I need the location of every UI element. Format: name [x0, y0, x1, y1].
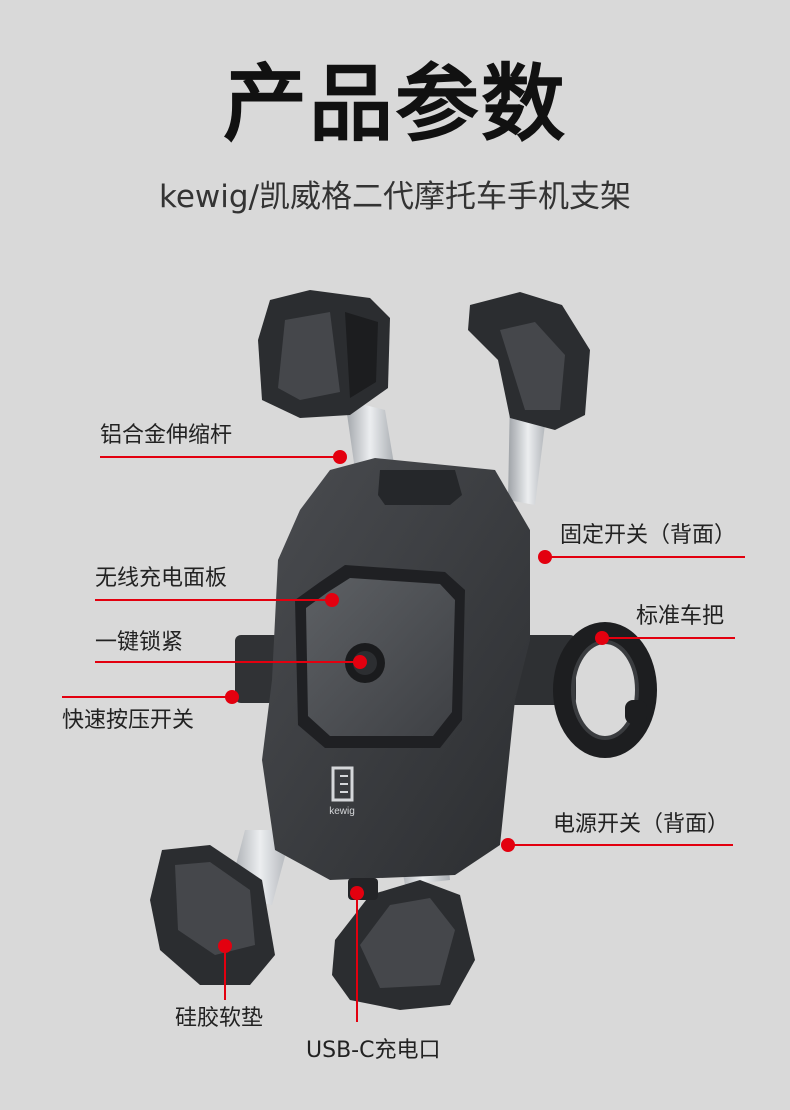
label-quick-switch: 快速按压开关: [62, 708, 195, 733]
kewig-logo: kewig: [329, 766, 355, 817]
label-power-switch: 电源开关（背面）: [553, 812, 730, 837]
grip-bottom-left: [150, 845, 275, 985]
quick-release-lever: [235, 635, 280, 703]
dot-charging-panel: [325, 593, 339, 607]
grip-top-left: [258, 290, 390, 418]
arm-top-left: [345, 400, 395, 470]
grip-bottom-right: [332, 880, 475, 1010]
handlebar-clamp: [508, 622, 657, 758]
callout-lines: [62, 456, 745, 1022]
label-handlebar: 标准车把: [636, 604, 725, 629]
dot-aluminum-rod: [333, 450, 347, 464]
label-charging-panel: 无线充电面板: [95, 566, 228, 591]
callout-dots: [218, 450, 609, 953]
dot-quick-switch: [225, 690, 239, 704]
label-silicone-pad: 硅胶软垫: [175, 1006, 264, 1031]
dot-silicone-pad: [218, 939, 232, 953]
dot-handlebar: [595, 631, 609, 645]
label-aluminum-rod: 铝合金伸缩杆: [100, 423, 233, 448]
dot-lock: [353, 655, 367, 669]
dot-usb-c: [350, 886, 364, 900]
label-fixed-switch: 固定开关（背面）: [560, 523, 737, 548]
label-lock: 一键锁紧: [95, 630, 184, 655]
page-title: 产品参数: [222, 55, 567, 153]
holder-top-cap: [378, 470, 462, 505]
dot-fixed-switch: [538, 550, 552, 564]
grip-top-right: [468, 292, 590, 430]
page-subtitle: kewig/凯威格二代摩托车手机支架: [158, 179, 631, 215]
label-usb-c: USB-C充电口: [306, 1038, 441, 1063]
dot-power-switch: [501, 838, 515, 852]
kewig-logo-text: kewig: [329, 806, 355, 817]
